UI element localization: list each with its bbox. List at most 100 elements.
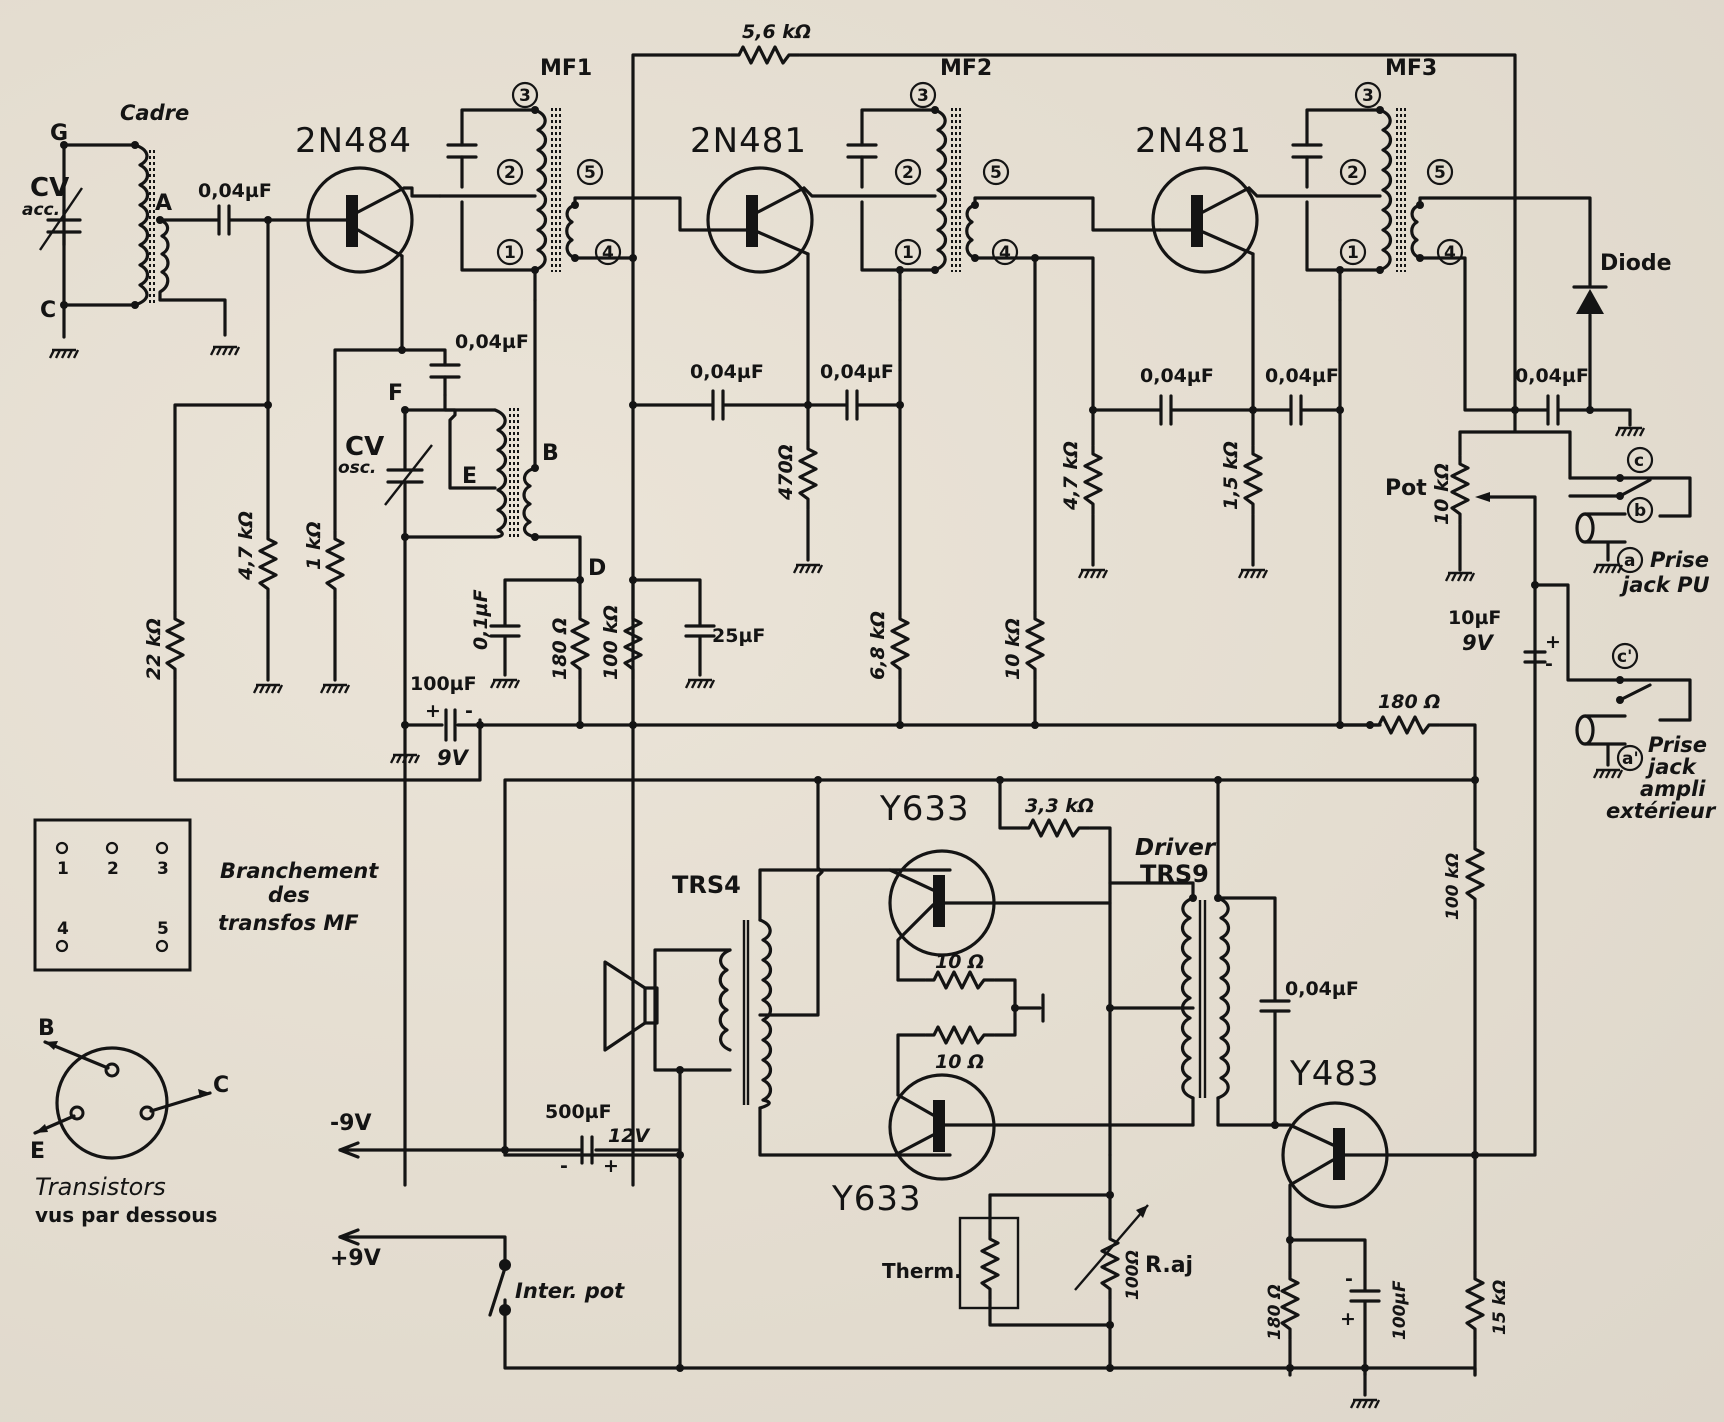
c-100-out-minus: - bbox=[1345, 1268, 1353, 1290]
jack-ampli-exterieur[interactable]: c' a' Prise jack ampli extérieur bbox=[1575, 642, 1717, 823]
mf3-pin-1: 1 bbox=[1339, 238, 1367, 266]
r-180c-label: 180 Ω bbox=[1265, 1284, 1285, 1340]
c-mf2-a-label: 0,04µF bbox=[690, 361, 764, 383]
components-jack-ext-c-text: c' bbox=[1617, 647, 1632, 667]
y633-bottom-label: Y633 bbox=[831, 1179, 922, 1219]
legend-pin-e: E bbox=[30, 1139, 45, 1164]
r-10a-label: 10 Ω bbox=[935, 951, 984, 973]
mf-pins-p4-text: 4 bbox=[57, 919, 69, 939]
r-180b-label: 180 Ω bbox=[1378, 691, 1440, 713]
mf1-pin-1: 1 bbox=[496, 238, 524, 266]
t3-label: 2N481 bbox=[1135, 121, 1252, 161]
c-01-label: 0,1µF bbox=[470, 589, 492, 650]
jack-pu-pin-c: c bbox=[1626, 446, 1654, 474]
mf-pins-p4-text: 4 bbox=[602, 243, 614, 263]
jack-pu[interactable]: c b a Prise jack PU bbox=[1568, 446, 1710, 597]
antenna-frame-section: Cadre G C CV acc. A 0,04µF bbox=[22, 101, 272, 360]
r-22k-label: 22 kΩ bbox=[143, 618, 165, 680]
volume-and-jacks: Pot 10 kΩ 10µF 9V + - c b a Prise jack P… bbox=[1338, 408, 1717, 1157]
power-switch[interactable]: Inter. pot bbox=[488, 1259, 625, 1317]
inter-pot-label: Inter. pot bbox=[515, 1279, 625, 1303]
r-aj-name: R.aj bbox=[1145, 1253, 1193, 1278]
c-mf3-b-label: 0,04µF bbox=[1265, 365, 1339, 387]
jack-ext-pin-c: c' bbox=[1611, 642, 1639, 670]
legend-pin-b: B bbox=[38, 1016, 55, 1041]
mf-pins-p4-text: 4 bbox=[1444, 243, 1456, 263]
mf-pins-p5-text: 5 bbox=[584, 163, 596, 183]
mf2-pin-5: 5 bbox=[982, 158, 1010, 186]
mf-pins-p5-text: 5 bbox=[157, 919, 169, 939]
supply-neg-label: -9V bbox=[330, 1111, 371, 1136]
transistor-pinout-legend: B C E Transistors vus par dessous bbox=[30, 1016, 229, 1227]
c-100-out-plus: + bbox=[1340, 1308, 1356, 1330]
c-500-minus: - bbox=[560, 1155, 568, 1177]
pot-label: Pot bbox=[1385, 476, 1427, 501]
mf-pins-p4-text: 4 bbox=[999, 243, 1011, 263]
mf-pins-p3-text: 3 bbox=[1362, 86, 1374, 106]
cadre-label: Cadre bbox=[120, 101, 189, 125]
c-500-plus: + bbox=[603, 1155, 619, 1177]
jack-pu-label-1: Prise bbox=[1650, 548, 1709, 572]
mf-pins-p3-text: 3 bbox=[519, 86, 531, 106]
speaker-icon bbox=[603, 960, 659, 1052]
r-100k-a-label: 100 kΩ bbox=[600, 605, 622, 680]
t1-stage: 2N484 0,04µF 4,7 kΩ 1 kΩ 22 kΩ bbox=[143, 121, 529, 782]
c-10-plus: + bbox=[1545, 631, 1561, 653]
transistor-y633-bottom bbox=[888, 1073, 996, 1181]
jack-ext-label-1: Prise bbox=[1648, 733, 1707, 757]
cv-osc-label: CV bbox=[345, 432, 384, 462]
mf3-label: MF3 bbox=[1385, 56, 1437, 81]
components-jack-pu-c-text: c bbox=[1634, 451, 1644, 471]
audio-amplifier: 100 kΩ 15 kΩ TRS4 Y633 3,3 kΩ 10 Ω 10 Ω bbox=[330, 776, 1510, 1410]
mf1-pin-4: 4 bbox=[594, 238, 622, 266]
jack-ext-label-3: ampli bbox=[1640, 777, 1706, 801]
y483-label: Y483 bbox=[1289, 1054, 1380, 1094]
mf-pins-p2-text: 2 bbox=[902, 163, 914, 183]
cv-acc-sub: acc. bbox=[22, 200, 60, 220]
c-10-volt: 9V bbox=[1462, 631, 1495, 655]
mf-pins-p3-text: 3 bbox=[917, 86, 929, 106]
node-c-label: C bbox=[40, 298, 56, 323]
c-mf3-a-label: 0,04µF bbox=[1140, 365, 1214, 387]
jack-pu-label-2: jack PU bbox=[1619, 573, 1710, 597]
mf3-pin-3: 3 bbox=[1354, 81, 1382, 109]
oscillator-section: F E B D CV osc. 0,1µF 180 Ω 100µF 9V + - bbox=[338, 298, 1382, 1187]
legend-mf-line2: des bbox=[268, 883, 310, 907]
mf-pins-p1-text: 1 bbox=[57, 859, 69, 879]
therm-label: Therm. bbox=[882, 1259, 962, 1283]
c-driver-label: 0,04µF bbox=[1285, 978, 1359, 1000]
c-100-out-label: 100µF bbox=[1390, 1280, 1410, 1340]
mf3-pin-5: 5 bbox=[1426, 158, 1454, 186]
r-100k-b-label: 100 kΩ bbox=[1443, 853, 1463, 920]
r-180a-label: 180 Ω bbox=[549, 618, 571, 680]
r-4k7a-label: 4,7 kΩ bbox=[235, 511, 257, 581]
mf2-label: MF2 bbox=[940, 56, 992, 81]
mf1-pin-3: 3 bbox=[511, 81, 539, 109]
components-jack-ext-a-text: a' bbox=[1622, 749, 1639, 769]
mf2-transformer: 10 kΩ MF2 3 2 1 5 4 bbox=[846, 56, 1162, 729]
legend-mf-line3: transfos MF bbox=[218, 911, 359, 935]
legend-tr-line1: Transistors bbox=[35, 1173, 166, 1201]
mf-pins-p1-text: 1 bbox=[1347, 243, 1359, 263]
jack-pu-pin-b: b bbox=[1626, 496, 1654, 524]
components-jack-pu-b-text: b bbox=[1634, 501, 1646, 521]
supply-negative[interactable]: -9V bbox=[330, 1111, 682, 1165]
mf-pins-p1-text: 1 bbox=[504, 243, 516, 263]
supply-positive[interactable]: +9V bbox=[330, 1228, 507, 1271]
r-15k-label: 15 kΩ bbox=[1490, 1280, 1510, 1335]
mf-pinout-legend: 1 2 3 4 5 Branchement des transfos MF bbox=[33, 818, 379, 972]
c-500-value: 500µF bbox=[545, 1101, 612, 1123]
mf-pins-p2-text: 2 bbox=[107, 859, 119, 879]
c-500-volt: 12V bbox=[608, 1125, 650, 1147]
c-100-plus: + bbox=[425, 700, 441, 722]
r-aj-value: 100Ω bbox=[1123, 1250, 1143, 1300]
node-f-label: F bbox=[388, 381, 403, 406]
mf3-transformer: MF3 3 2 1 5 4 Diode 0,04µF bbox=[1291, 56, 1672, 438]
r-10k-a-label: 10 kΩ bbox=[1002, 618, 1024, 680]
feedback-network: 5,6 kΩ bbox=[631, 21, 1517, 260]
c-100-9-value: 100µF bbox=[410, 673, 477, 695]
r-6k8-label: 6,8 kΩ bbox=[867, 611, 889, 680]
c-100-minus: - bbox=[465, 700, 473, 722]
driver-label-2: TRS9 bbox=[1140, 860, 1209, 888]
